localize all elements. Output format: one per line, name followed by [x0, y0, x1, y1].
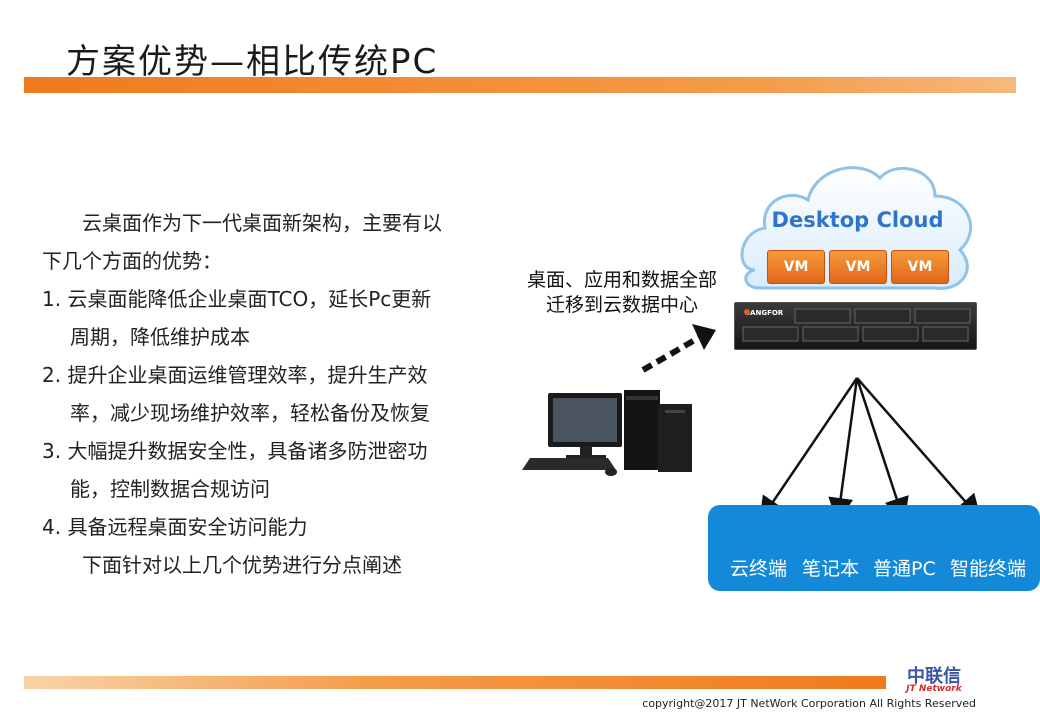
device-label-pc: 普通PC [873, 558, 936, 580]
list-item-text: 提升企业桌面运维管理效率，提升生产效 [67, 363, 428, 387]
advantages-text: 云桌面作为下一代桌面新架构，主要有以 下几个方面的优势： 1. 云桌面能降低企业… [42, 204, 512, 584]
server-rack: SANGFOR [734, 302, 977, 350]
vm-box: VM [767, 250, 825, 284]
title-underline-bar [24, 77, 1016, 93]
migrate-arrow [641, 324, 716, 373]
footer-bar [24, 676, 886, 689]
company-logo-en: JT Network [906, 684, 962, 694]
device-label-smart-terminal: 智能终端 [950, 558, 1027, 580]
slide-title: 方案优势—相比传统PC [66, 42, 439, 82]
device-label-cloud-terminal: 云终端 [730, 558, 788, 580]
list-item-number: 3. [42, 439, 62, 463]
list-item-4: 4. 具备远程桌面安全访问能力 [42, 508, 512, 546]
migration-caption-line-1: 桌面、应用和数据全部 [526, 269, 717, 291]
desktop-pc-icon [522, 390, 692, 476]
list-item-number: 4. [42, 515, 62, 539]
company-logo-cn: 中联信 [907, 666, 961, 687]
vm-box: VM [891, 250, 949, 284]
closing-line: 下面针对以上几个优势进行分点阐述 [82, 553, 402, 577]
migration-caption: 桌面、应用和数据全部 迁移到云数据中心 [506, 268, 738, 318]
list-item-text: 大幅提升数据安全性，具备诸多防泄密功 [67, 439, 428, 463]
list-item-3: 3. 大幅提升数据安全性，具备诸多防泄密功 [42, 432, 512, 470]
list-item-2-cont: 率，减少现场维护效率，轻松备份及恢复 [70, 401, 430, 425]
list-item-1: 1. 云桌面能降低企业桌面TCO，延长Pc更新 [42, 280, 512, 318]
desktop-cloud: Desktop Cloud VM VM VM [735, 150, 980, 300]
list-item-number: 1. [42, 287, 62, 311]
server-brand: SANGFOR [745, 309, 784, 317]
device-label-laptop: 笔记本 [802, 558, 860, 580]
intro-line-1: 云桌面作为下一代桌面新架构，主要有以 [82, 211, 442, 235]
cloud-title: Desktop Cloud [771, 208, 944, 232]
list-item-number: 2. [42, 363, 62, 387]
list-item-text: 具备远程桌面安全访问能力 [67, 515, 308, 539]
migration-caption-line-2: 迁移到云数据中心 [545, 294, 698, 316]
list-item-3-cont: 能，控制数据合规访问 [70, 477, 270, 501]
list-item-text: 云桌面能降低企业桌面TCO，延长Pc更新 [67, 287, 432, 311]
intro-line-2: 下几个方面的优势： [42, 249, 222, 273]
copyright-text: copyright@2017 JT NetWork Corporation Al… [642, 697, 976, 710]
vm-box: VM [829, 250, 887, 284]
endpoint-devices-panel [708, 505, 1040, 591]
list-item-2: 2. 提升企业桌面运维管理效率，提升生产效 [42, 356, 512, 394]
server-drive-bays [742, 308, 971, 342]
distribution-arrows [759, 377, 982, 523]
list-item-1-cont: 周期，降低维护成本 [70, 325, 250, 349]
